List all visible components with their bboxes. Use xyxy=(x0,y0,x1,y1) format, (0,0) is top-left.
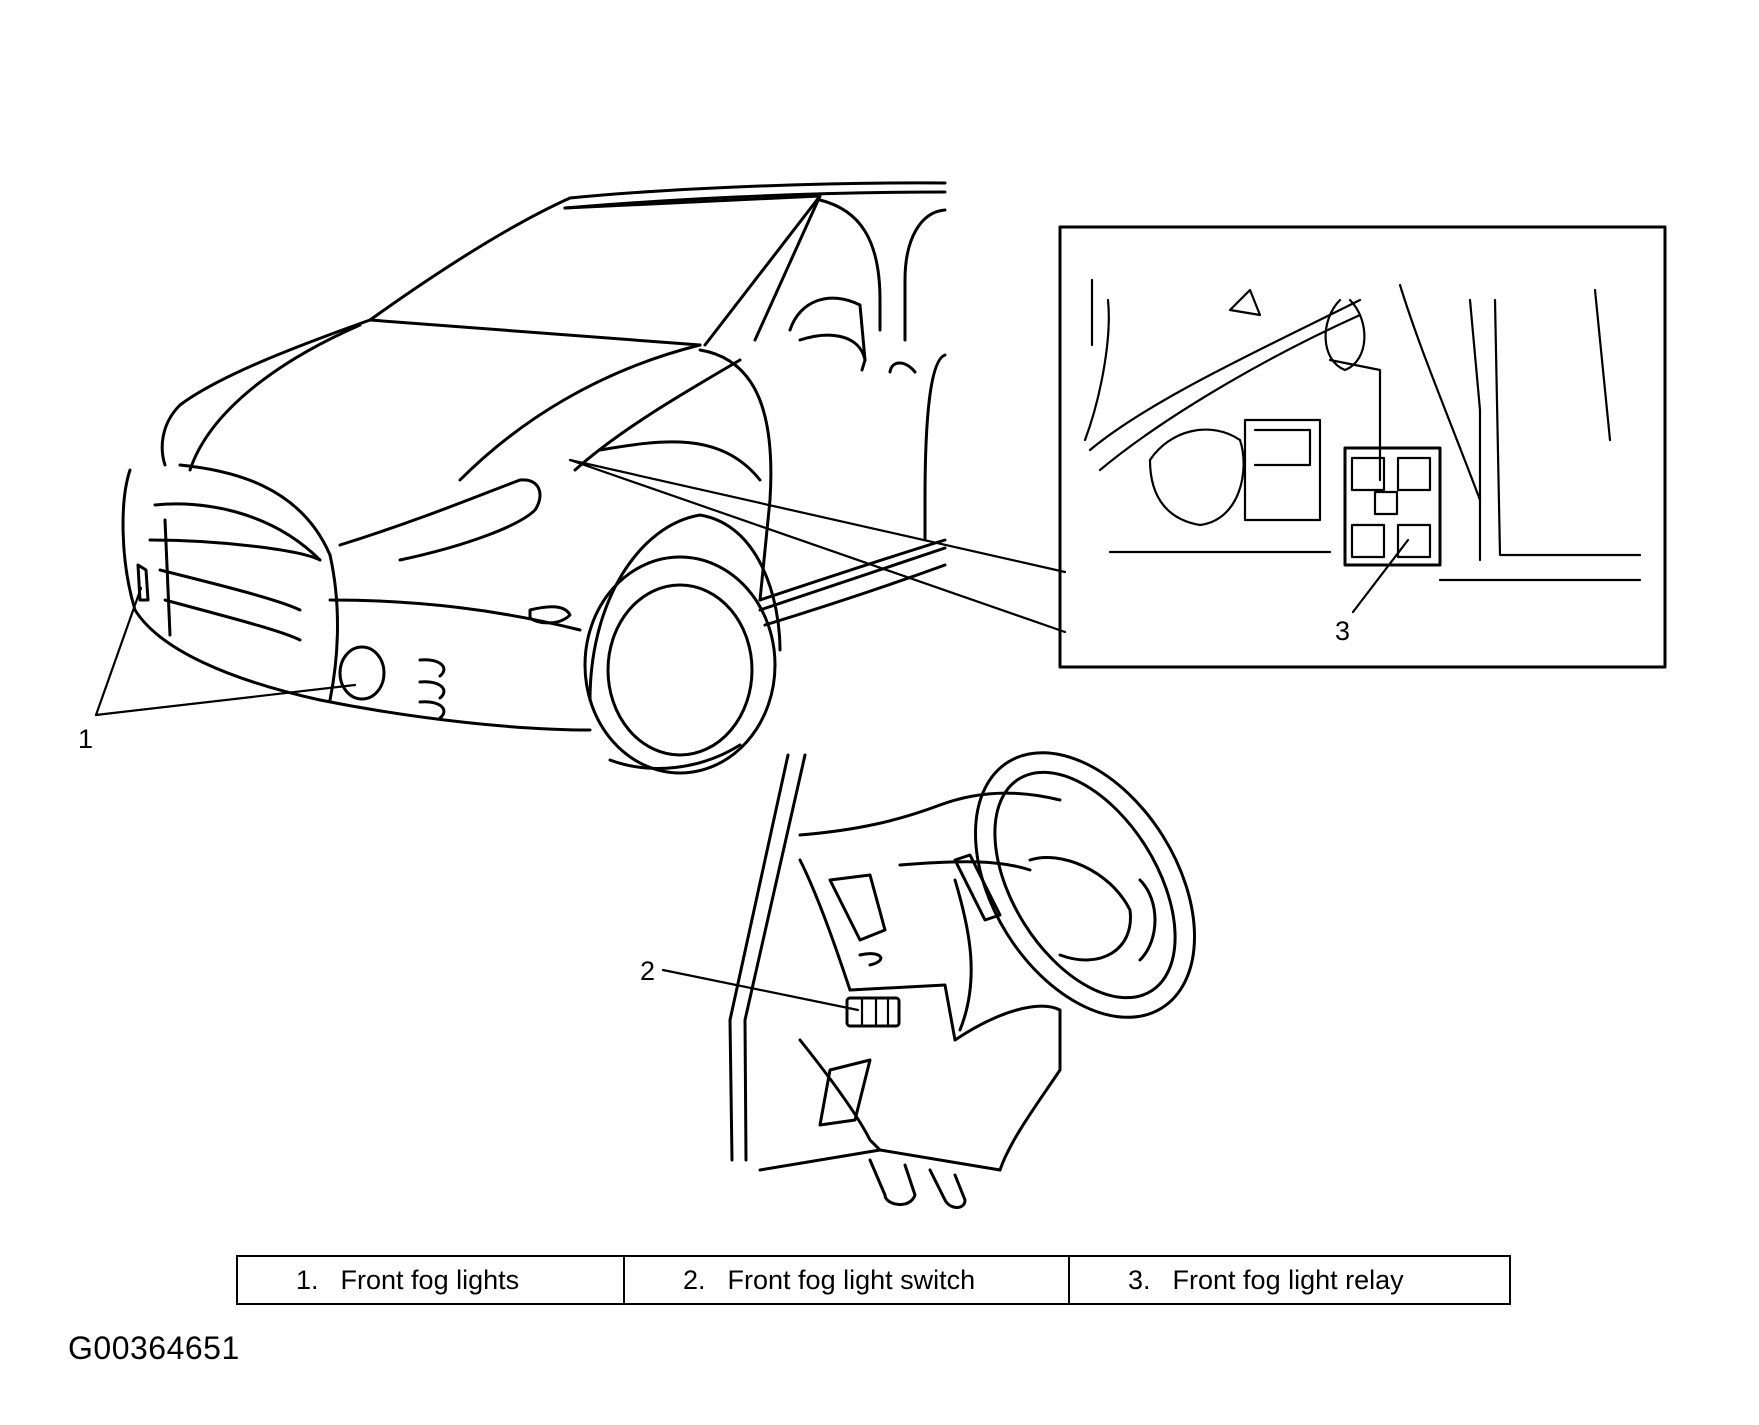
inset-pointer-lines xyxy=(568,458,1067,634)
legend-cell-2: 2. Front fog light switch xyxy=(625,1257,1070,1303)
legend-number-1: 1. xyxy=(296,1264,319,1295)
relay-inset xyxy=(1058,225,1667,669)
callout-2-leader xyxy=(661,968,860,1012)
callout-3: 3 xyxy=(1335,616,1350,646)
legend-number-2: 2. xyxy=(683,1264,706,1295)
legend-table: 1. Front fog lights 2. Front fog light s… xyxy=(236,1255,1511,1305)
callout-2: 2 xyxy=(640,956,655,986)
figure-id: G00364651 xyxy=(68,1330,240,1366)
callout-3-leader xyxy=(1351,538,1410,614)
legend-label-1: Front fog lights xyxy=(340,1264,520,1295)
legend-cell-1: 1. Front fog lights xyxy=(238,1257,625,1303)
car-illustration xyxy=(121,181,947,775)
callout-1: 1 xyxy=(78,724,93,754)
legend-label-2: Front fog light switch xyxy=(727,1264,976,1295)
legend-cell-3: 3. Front fog light relay xyxy=(1070,1257,1508,1303)
legend-number-3: 3. xyxy=(1128,1264,1151,1295)
dashboard-illustration xyxy=(728,751,1197,1209)
callout-1-leaders xyxy=(94,586,357,717)
legend-label-3: Front fog light relay xyxy=(1172,1264,1404,1295)
